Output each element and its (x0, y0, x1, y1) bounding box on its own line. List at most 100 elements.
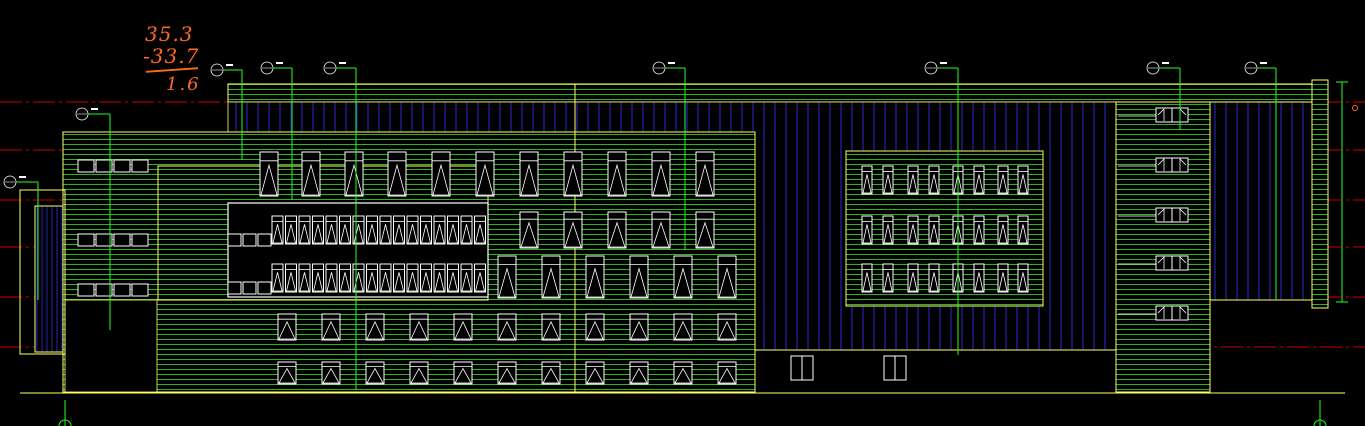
window (366, 215, 378, 245)
window (406, 263, 419, 293)
window (497, 313, 517, 341)
section-callout (75, 107, 111, 330)
window (629, 313, 649, 341)
window (973, 165, 985, 195)
window (1118, 305, 1189, 321)
window (717, 255, 737, 299)
door (883, 355, 907, 381)
handwritten-result: 1.6 (166, 74, 201, 95)
window (1017, 263, 1029, 293)
window (285, 215, 297, 245)
section-callout (652, 61, 686, 250)
window (131, 233, 149, 247)
window (973, 263, 985, 293)
window (95, 159, 113, 173)
window (997, 263, 1009, 293)
window (366, 263, 378, 293)
window (695, 151, 715, 197)
section-callout (1244, 61, 1277, 300)
window (431, 151, 451, 197)
window (277, 313, 297, 341)
window (928, 165, 940, 195)
window (277, 361, 297, 385)
window (673, 255, 693, 299)
window (131, 283, 149, 297)
window (365, 313, 385, 341)
window (541, 255, 561, 299)
window (519, 211, 539, 249)
window (607, 151, 627, 197)
window (585, 361, 605, 385)
window (673, 313, 693, 341)
window (113, 233, 131, 247)
window (695, 211, 715, 249)
section-callout (924, 61, 959, 355)
window (113, 283, 131, 297)
window (997, 215, 1009, 245)
window (301, 151, 321, 197)
window (325, 263, 338, 293)
window (352, 215, 365, 245)
window (1118, 157, 1189, 173)
window (77, 283, 95, 297)
window (387, 151, 407, 197)
window (607, 211, 627, 249)
window (285, 263, 297, 293)
window (1118, 207, 1189, 223)
window (379, 215, 392, 245)
window (365, 361, 385, 385)
handwritten-minuend: -33.7 (143, 44, 200, 68)
window (861, 165, 873, 195)
window (344, 151, 364, 197)
window (997, 165, 1009, 195)
window (907, 263, 919, 293)
window (585, 313, 605, 341)
window (298, 263, 311, 293)
window (406, 215, 419, 245)
window (447, 263, 459, 293)
window (259, 151, 279, 197)
dimension-line (1336, 81, 1358, 303)
window (651, 211, 671, 249)
window (271, 215, 284, 245)
window (393, 263, 405, 293)
window (563, 151, 583, 197)
door (790, 355, 814, 381)
window (339, 263, 351, 293)
window (497, 361, 517, 385)
window (928, 263, 940, 293)
window (420, 215, 432, 245)
window (453, 361, 473, 385)
window (420, 263, 432, 293)
window (563, 211, 583, 249)
window (460, 215, 473, 245)
section-callout (3, 175, 39, 300)
window (861, 215, 873, 245)
window (352, 263, 365, 293)
window (907, 215, 919, 245)
section-leaders (3, 61, 1277, 390)
window (433, 263, 446, 293)
window (1017, 215, 1029, 245)
window (312, 263, 324, 293)
window (433, 215, 446, 245)
window (882, 215, 894, 245)
window (325, 215, 338, 245)
window (321, 361, 341, 385)
window (321, 313, 341, 341)
window (541, 313, 561, 341)
window (393, 215, 405, 245)
window (298, 215, 311, 245)
window (379, 263, 392, 293)
window (585, 255, 605, 299)
window (928, 215, 940, 245)
window (519, 151, 539, 197)
window (339, 215, 351, 245)
window (113, 159, 131, 173)
window (409, 361, 429, 385)
window (651, 151, 671, 197)
window (453, 313, 473, 341)
section-callout (323, 61, 357, 390)
window (673, 361, 693, 385)
window (77, 233, 95, 247)
